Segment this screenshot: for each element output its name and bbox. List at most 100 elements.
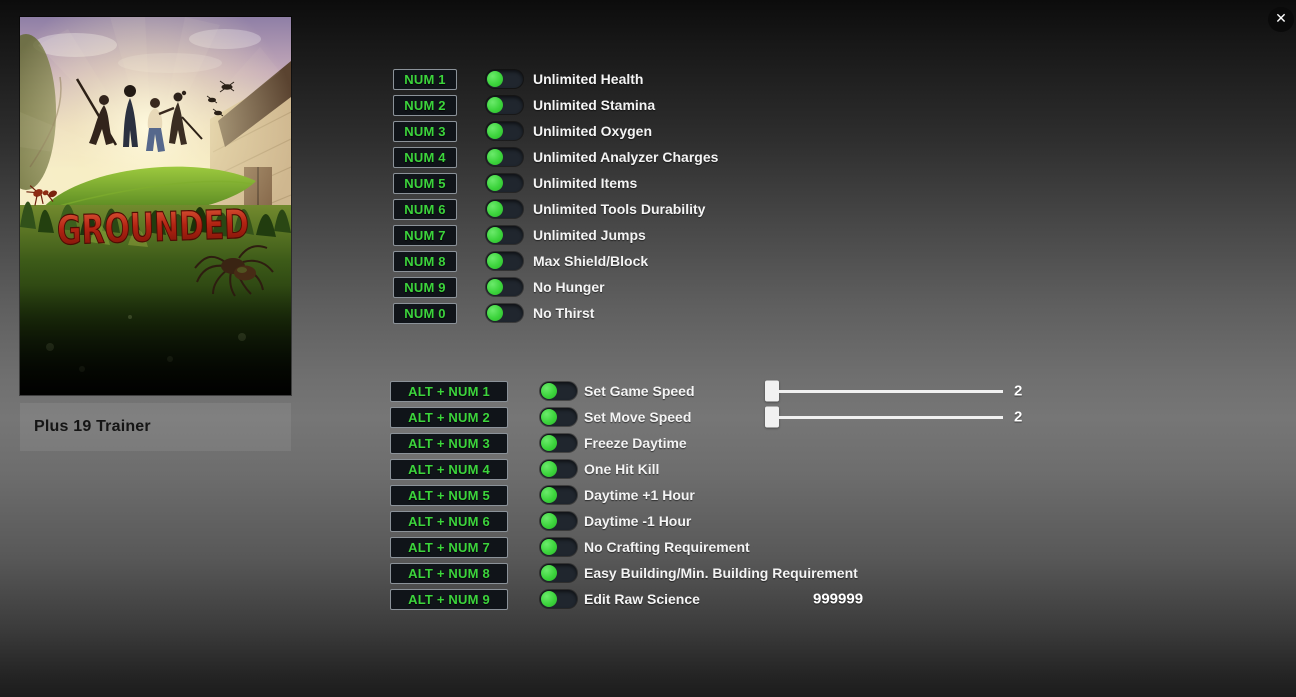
hotkey-button[interactable]: ALT + NUM 6 <box>390 510 508 532</box>
toggle-switch[interactable] <box>486 174 523 192</box>
hotkey-button[interactable]: NUM 1 <box>393 68 457 90</box>
toggle-switch[interactable] <box>540 408 577 426</box>
hotkey-button[interactable]: ALT + NUM 2 <box>390 406 508 428</box>
hotkey-button[interactable]: NUM 7 <box>393 224 457 246</box>
toggle-switch[interactable] <box>540 564 577 582</box>
toggle-switch[interactable] <box>486 122 523 140</box>
option-label: No Hunger <box>533 279 605 295</box>
toggle-knob-icon <box>487 253 503 269</box>
trainer-option-row: NUM 7 Unlimited Jumps <box>393 222 718 248</box>
toggle-knob-icon <box>487 175 503 191</box>
toggle-switch[interactable] <box>540 486 577 504</box>
toggle-knob-icon <box>487 149 503 165</box>
trainer-option-row: NUM 0 No Thirst <box>393 300 718 326</box>
toggle-switch[interactable] <box>540 512 577 530</box>
option-label: Easy Building/Min. Building Requirement <box>584 565 858 581</box>
toggle-switch[interactable] <box>486 304 523 322</box>
value-slider[interactable] <box>765 380 1003 402</box>
option-label: Unlimited Tools Durability <box>533 201 706 217</box>
hotkey-button[interactable]: ALT + NUM 7 <box>390 536 508 558</box>
game-cover-art: GROUNDED <box>20 17 291 395</box>
hotkey-button[interactable]: NUM 6 <box>393 198 457 220</box>
toggle-knob-icon <box>541 539 557 555</box>
close-icon: ✕ <box>1275 11 1287 27</box>
option-label: No Thirst <box>533 305 595 321</box>
hotkey-button[interactable]: ALT + NUM 3 <box>390 432 508 454</box>
toggle-switch[interactable] <box>486 278 523 296</box>
trainer-option-row: ALT + NUM 4 One Hit Kill <box>390 456 858 482</box>
hotkey-button[interactable]: NUM 5 <box>393 172 457 194</box>
toggle-knob-icon <box>541 435 557 451</box>
trainer-option-row: ALT + NUM 5 Daytime +1 Hour <box>390 482 858 508</box>
hotkey-button[interactable]: ALT + NUM 9 <box>390 588 508 610</box>
option-label: Unlimited Analyzer Charges <box>533 149 719 165</box>
option-label: Set Move Speed <box>584 409 692 425</box>
hotkey-button[interactable]: ALT + NUM 1 <box>390 380 508 402</box>
toggle-switch[interactable] <box>486 70 523 88</box>
alt-hotkeys-group: ALT + NUM 1 Set Game Speed 2 ALT + NUM 2… <box>390 378 1022 612</box>
toggle-knob-icon <box>541 591 557 607</box>
trainer-option-row: NUM 2 Unlimited Stamina <box>393 92 718 118</box>
toggle-knob-icon <box>541 513 557 529</box>
toggle-switch[interactable] <box>486 200 523 218</box>
slider-handle[interactable] <box>765 380 779 402</box>
game-logo-text: GROUNDED <box>56 202 249 255</box>
slider-handle[interactable] <box>765 406 779 428</box>
trainer-title-panel: Plus 19 Trainer <box>20 403 291 451</box>
trainer-option-row: NUM 1 Unlimited Health <box>393 66 718 92</box>
toggle-knob-icon <box>487 201 503 217</box>
option-label: Unlimited Oxygen <box>533 123 653 139</box>
trainer-option-row: NUM 4 Unlimited Analyzer Charges <box>393 144 718 170</box>
option-value: 2 <box>1014 382 1023 400</box>
option-value: 999999 <box>813 590 864 608</box>
toggle-knob-icon <box>541 565 557 581</box>
option-label: One Hit Kill <box>584 461 660 477</box>
toggle-knob-icon <box>487 123 503 139</box>
trainer-option-row: ALT + NUM 8 Easy Building/Min. Building … <box>390 560 858 586</box>
option-label: No Crafting Requirement <box>584 539 750 555</box>
num-hotkeys-group: NUM 1 Unlimited Health NUM 2 Unlimited S… <box>393 66 718 326</box>
toggle-knob-icon <box>487 279 503 295</box>
toggle-switch[interactable] <box>486 226 523 244</box>
hotkey-button[interactable]: ALT + NUM 4 <box>390 458 508 480</box>
hotkey-button[interactable]: NUM 0 <box>393 302 457 324</box>
trainer-option-row: NUM 9 No Hunger <box>393 274 718 300</box>
trainer-title: Plus 19 Trainer <box>34 418 151 435</box>
trainer-option-row: ALT + NUM 7 No Crafting Requirement <box>390 534 858 560</box>
toggle-knob-icon <box>487 97 503 113</box>
option-label: Set Game Speed <box>584 383 695 399</box>
option-label: Unlimited Stamina <box>533 97 656 113</box>
option-label: Freeze Daytime <box>584 435 687 451</box>
hotkey-button[interactable]: NUM 4 <box>393 146 457 168</box>
option-label: Max Shield/Block <box>533 253 649 269</box>
trainer-option-row: NUM 3 Unlimited Oxygen <box>393 118 718 144</box>
toggle-switch[interactable] <box>486 148 523 166</box>
toggle-switch[interactable] <box>540 590 577 608</box>
hotkey-button[interactable]: ALT + NUM 8 <box>390 562 508 584</box>
hotkey-button[interactable]: NUM 8 <box>393 250 457 272</box>
hotkey-button[interactable]: NUM 2 <box>393 94 457 116</box>
toggle-switch[interactable] <box>486 96 523 114</box>
hotkey-button[interactable]: NUM 3 <box>393 120 457 142</box>
toggle-switch[interactable] <box>540 382 577 400</box>
hotkey-button[interactable]: ALT + NUM 5 <box>390 484 508 506</box>
slider-track <box>779 389 1003 393</box>
toggle-knob-icon <box>541 487 557 503</box>
option-label: Unlimited Health <box>533 71 644 87</box>
toggle-switch[interactable] <box>486 252 523 270</box>
toggle-switch[interactable] <box>540 434 577 452</box>
close-button[interactable]: ✕ <box>1268 7 1294 32</box>
game-cover-illustration: GROUNDED <box>20 17 291 395</box>
hotkey-button[interactable]: NUM 9 <box>393 276 457 298</box>
trainer-option-row: NUM 6 Unlimited Tools Durability <box>393 196 718 222</box>
value-slider[interactable] <box>765 406 1003 428</box>
option-label: Daytime -1 Hour <box>584 513 692 529</box>
toggle-switch[interactable] <box>540 460 577 478</box>
toggle-knob-icon <box>487 305 503 321</box>
toggle-knob-icon <box>487 227 503 243</box>
trainer-option-row: ALT + NUM 2 Set Move Speed 2 <box>390 404 1022 430</box>
trainer-option-row: ALT + NUM 3 Freeze Daytime <box>390 430 858 456</box>
toggle-knob-icon <box>541 383 557 399</box>
toggle-switch[interactable] <box>540 538 577 556</box>
